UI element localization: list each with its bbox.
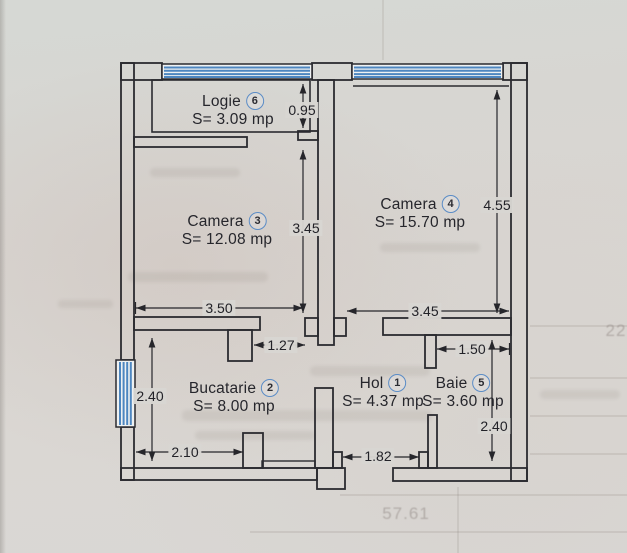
room-area: S= 4.37 mp — [342, 393, 424, 410]
bleedthrough-rule — [340, 494, 627, 496]
dimension-label-1-27: 1.27 — [264, 337, 298, 353]
room-label-baie: Baie 5 S= 3.60 mp — [422, 374, 504, 410]
dimension-label-0-95: 0.95 — [285, 102, 319, 118]
wall-left-upper — [120, 62, 135, 361]
photo-left-edge-shadow — [0, 0, 6, 553]
bleedthrough-smudge — [182, 410, 432, 421]
wall-top-left — [120, 62, 163, 81]
walls — [120, 62, 528, 490]
room-name: Bucatarie — [188, 379, 257, 397]
wall-left-lower — [120, 426, 135, 481]
room-label-bucatarie: Bucatarie 2 S= 8.00 mp — [188, 379, 280, 415]
bleedthrough-rule — [530, 377, 627, 379]
wall-central — [317, 79, 335, 346]
bleedthrough-text: 57.61 — [382, 504, 430, 523]
dimension-label-2-40-left: 2.40 — [133, 388, 167, 404]
dimension-label-4-55: 4.55 — [480, 197, 514, 213]
room-number-badge: 5 — [472, 374, 491, 392]
window-bucatarie — [115, 359, 136, 428]
dimension-label-2-10: 2.10 — [168, 444, 202, 460]
bleedthrough-rule — [530, 415, 627, 417]
wall-bucatarie-hol-foot — [332, 451, 343, 469]
wall-bottom-right — [392, 467, 528, 482]
room-area: S= 15.70 mp — [374, 214, 466, 231]
room-area: S= 8.00 mp — [193, 398, 275, 415]
dimension-label-2-40-right: 2.40 — [477, 418, 511, 434]
room-number-badge: 1 — [388, 374, 407, 392]
bleedthrough-rule — [457, 487, 459, 553]
wall-bucatarie-door-jamb — [227, 329, 253, 362]
wall-logie-stub — [297, 130, 319, 141]
bleedthrough-smudge — [540, 390, 620, 399]
wall-central-stub-right — [333, 317, 347, 337]
bleedthrough-smudge — [58, 300, 113, 308]
room-name: Camera — [380, 195, 437, 213]
wall-right — [510, 62, 528, 482]
room-name: Camera — [187, 212, 244, 230]
bleedthrough-rule — [530, 325, 627, 327]
wall-bucatarie-hol — [314, 387, 334, 469]
wall-central-stub-left — [304, 317, 319, 337]
dimension-label-1-50: 1.50 — [455, 341, 489, 357]
wall-hol-baie-foot — [418, 451, 429, 469]
wall-camera4-hol — [382, 317, 512, 336]
bleedthrough-smudge — [380, 243, 480, 252]
room-name: Hol — [359, 374, 384, 392]
room-number-badge: 4 — [441, 195, 460, 213]
bleedthrough-rule — [250, 531, 627, 533]
room-label-logie: Logie 6 S= 3.09 mp — [192, 92, 274, 128]
window-logie — [161, 63, 313, 80]
wall-top-center — [311, 62, 353, 81]
bleedthrough-smudge — [150, 168, 240, 177]
room-name: Baie — [435, 374, 468, 392]
room-number-badge: 3 — [248, 212, 267, 230]
room-number-badge: 6 — [245, 92, 264, 110]
bleedthrough-smudge — [195, 431, 315, 440]
dimension-label-3-45-right: 3.45 — [408, 303, 442, 319]
wall-hol-baie — [427, 414, 438, 469]
wall-camera3-bucatarie — [133, 316, 261, 331]
room-number-badge: 2 — [261, 379, 280, 397]
room-name: Logie — [202, 92, 241, 110]
wall-logie-camera3 — [133, 136, 248, 148]
bleedthrough-rule — [530, 453, 627, 455]
dimension-label-3-50: 3.50 — [202, 300, 236, 316]
wall-bottom-left — [120, 467, 318, 481]
room-label-camera3: Camera 3 S= 12.08 mp — [182, 212, 273, 248]
bleedthrough-text: 22 — [605, 321, 627, 340]
bleedthrough-smudge — [310, 366, 430, 376]
room-label-hol: Hol 1 S= 4.37 mp — [342, 374, 424, 410]
room-area: S= 12.08 mp — [181, 231, 273, 248]
room-label-camera4: Camera 4 S= 15.70 mp — [375, 195, 466, 231]
window-camera4 — [351, 63, 504, 80]
wall-top-right — [502, 62, 528, 81]
room-area: S= 3.60 mp — [422, 393, 504, 410]
bleedthrough-rule — [382, 0, 384, 60]
windows — [115, 63, 504, 428]
dimension-label-1-82: 1.82 — [361, 448, 395, 464]
wall-bucatarie-bottom-stub — [242, 432, 264, 469]
wall-hol-baie-stub — [424, 334, 437, 369]
bleedthrough-smudge — [128, 272, 268, 282]
threshold — [261, 460, 316, 469]
room-area: S= 3.09 mp — [192, 111, 274, 128]
dimension-label-3-45-left: 3.45 — [289, 220, 323, 236]
entrance-left-jamb — [316, 467, 346, 490]
